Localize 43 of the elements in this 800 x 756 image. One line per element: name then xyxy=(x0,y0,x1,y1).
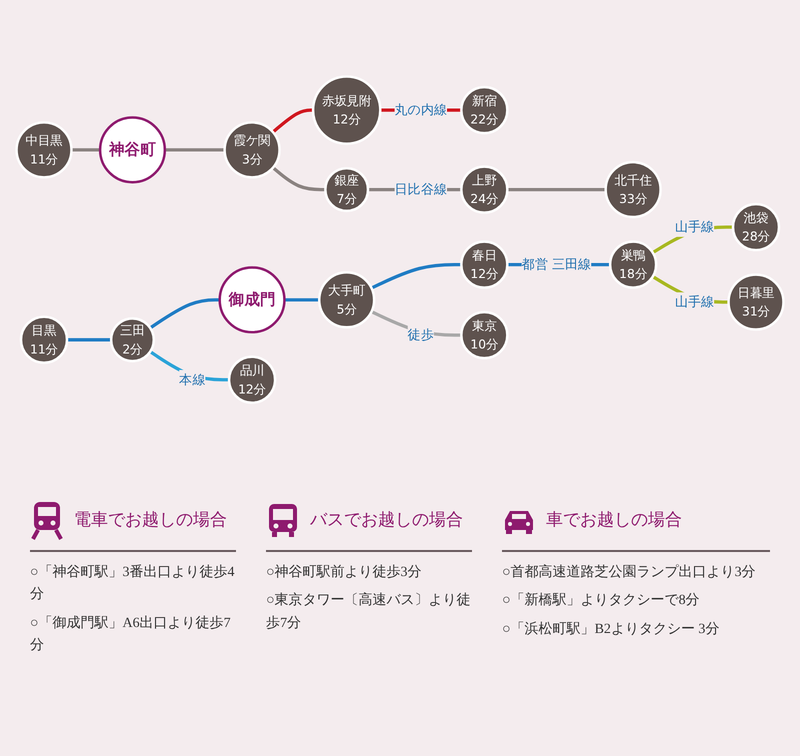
node-circle xyxy=(98,116,166,184)
node-circle xyxy=(727,274,785,332)
connector xyxy=(370,263,462,290)
edge-label: 都営 三田線 xyxy=(522,256,592,272)
node-circle xyxy=(460,86,509,135)
node-circle xyxy=(324,167,370,212)
section-heading: 車でお越しの場合 xyxy=(546,509,682,531)
node-circle xyxy=(228,356,276,404)
node-circle xyxy=(218,266,286,334)
access-note: ○東京タワー〔高速バス〕より徒歩7分 xyxy=(266,591,472,633)
connector xyxy=(149,298,220,330)
connector xyxy=(272,166,326,192)
node-circle xyxy=(312,76,382,146)
node-circle xyxy=(20,316,68,364)
edge-label: 徒歩 xyxy=(408,327,434,343)
connector xyxy=(164,148,225,152)
connector xyxy=(507,188,606,192)
access-note: ○首都高速道路芝公園ランプ出口より3分 xyxy=(502,563,757,582)
connector xyxy=(284,298,320,302)
node-circle xyxy=(608,240,658,290)
node-circle xyxy=(223,122,281,179)
edge-label: 山手線 xyxy=(674,294,714,310)
node-circle xyxy=(604,161,662,219)
node-circle xyxy=(15,122,73,179)
node-circle xyxy=(460,166,509,214)
section-heading: バスでお越しの場合 xyxy=(310,509,464,531)
node-circle xyxy=(460,240,509,290)
connector xyxy=(66,338,112,342)
node-circle xyxy=(732,203,780,252)
node-circle xyxy=(318,272,376,329)
access-note: ○「御成門駅」A6出口より徒歩7分 xyxy=(30,614,232,656)
edge-label: 山手線 xyxy=(674,219,714,235)
connector xyxy=(272,108,314,134)
node-circle xyxy=(460,311,509,360)
access-note: ○「新橋駅」よりタクシーで8分 xyxy=(502,591,701,610)
access-note: ○「神谷町駅」3番出口より徒歩4分 xyxy=(30,564,236,604)
section-heading: 電車でお越しの場合 xyxy=(74,509,227,531)
access-note: ○「浜松町駅」B2よりタクシー 3分 xyxy=(502,620,720,639)
edge-label: 本線 xyxy=(179,372,206,388)
access-note: ○神谷町駅前より徒歩3分 xyxy=(266,564,423,582)
connector xyxy=(71,148,100,152)
edge-label: 丸の内線 xyxy=(394,102,448,118)
node-circle xyxy=(110,318,155,363)
